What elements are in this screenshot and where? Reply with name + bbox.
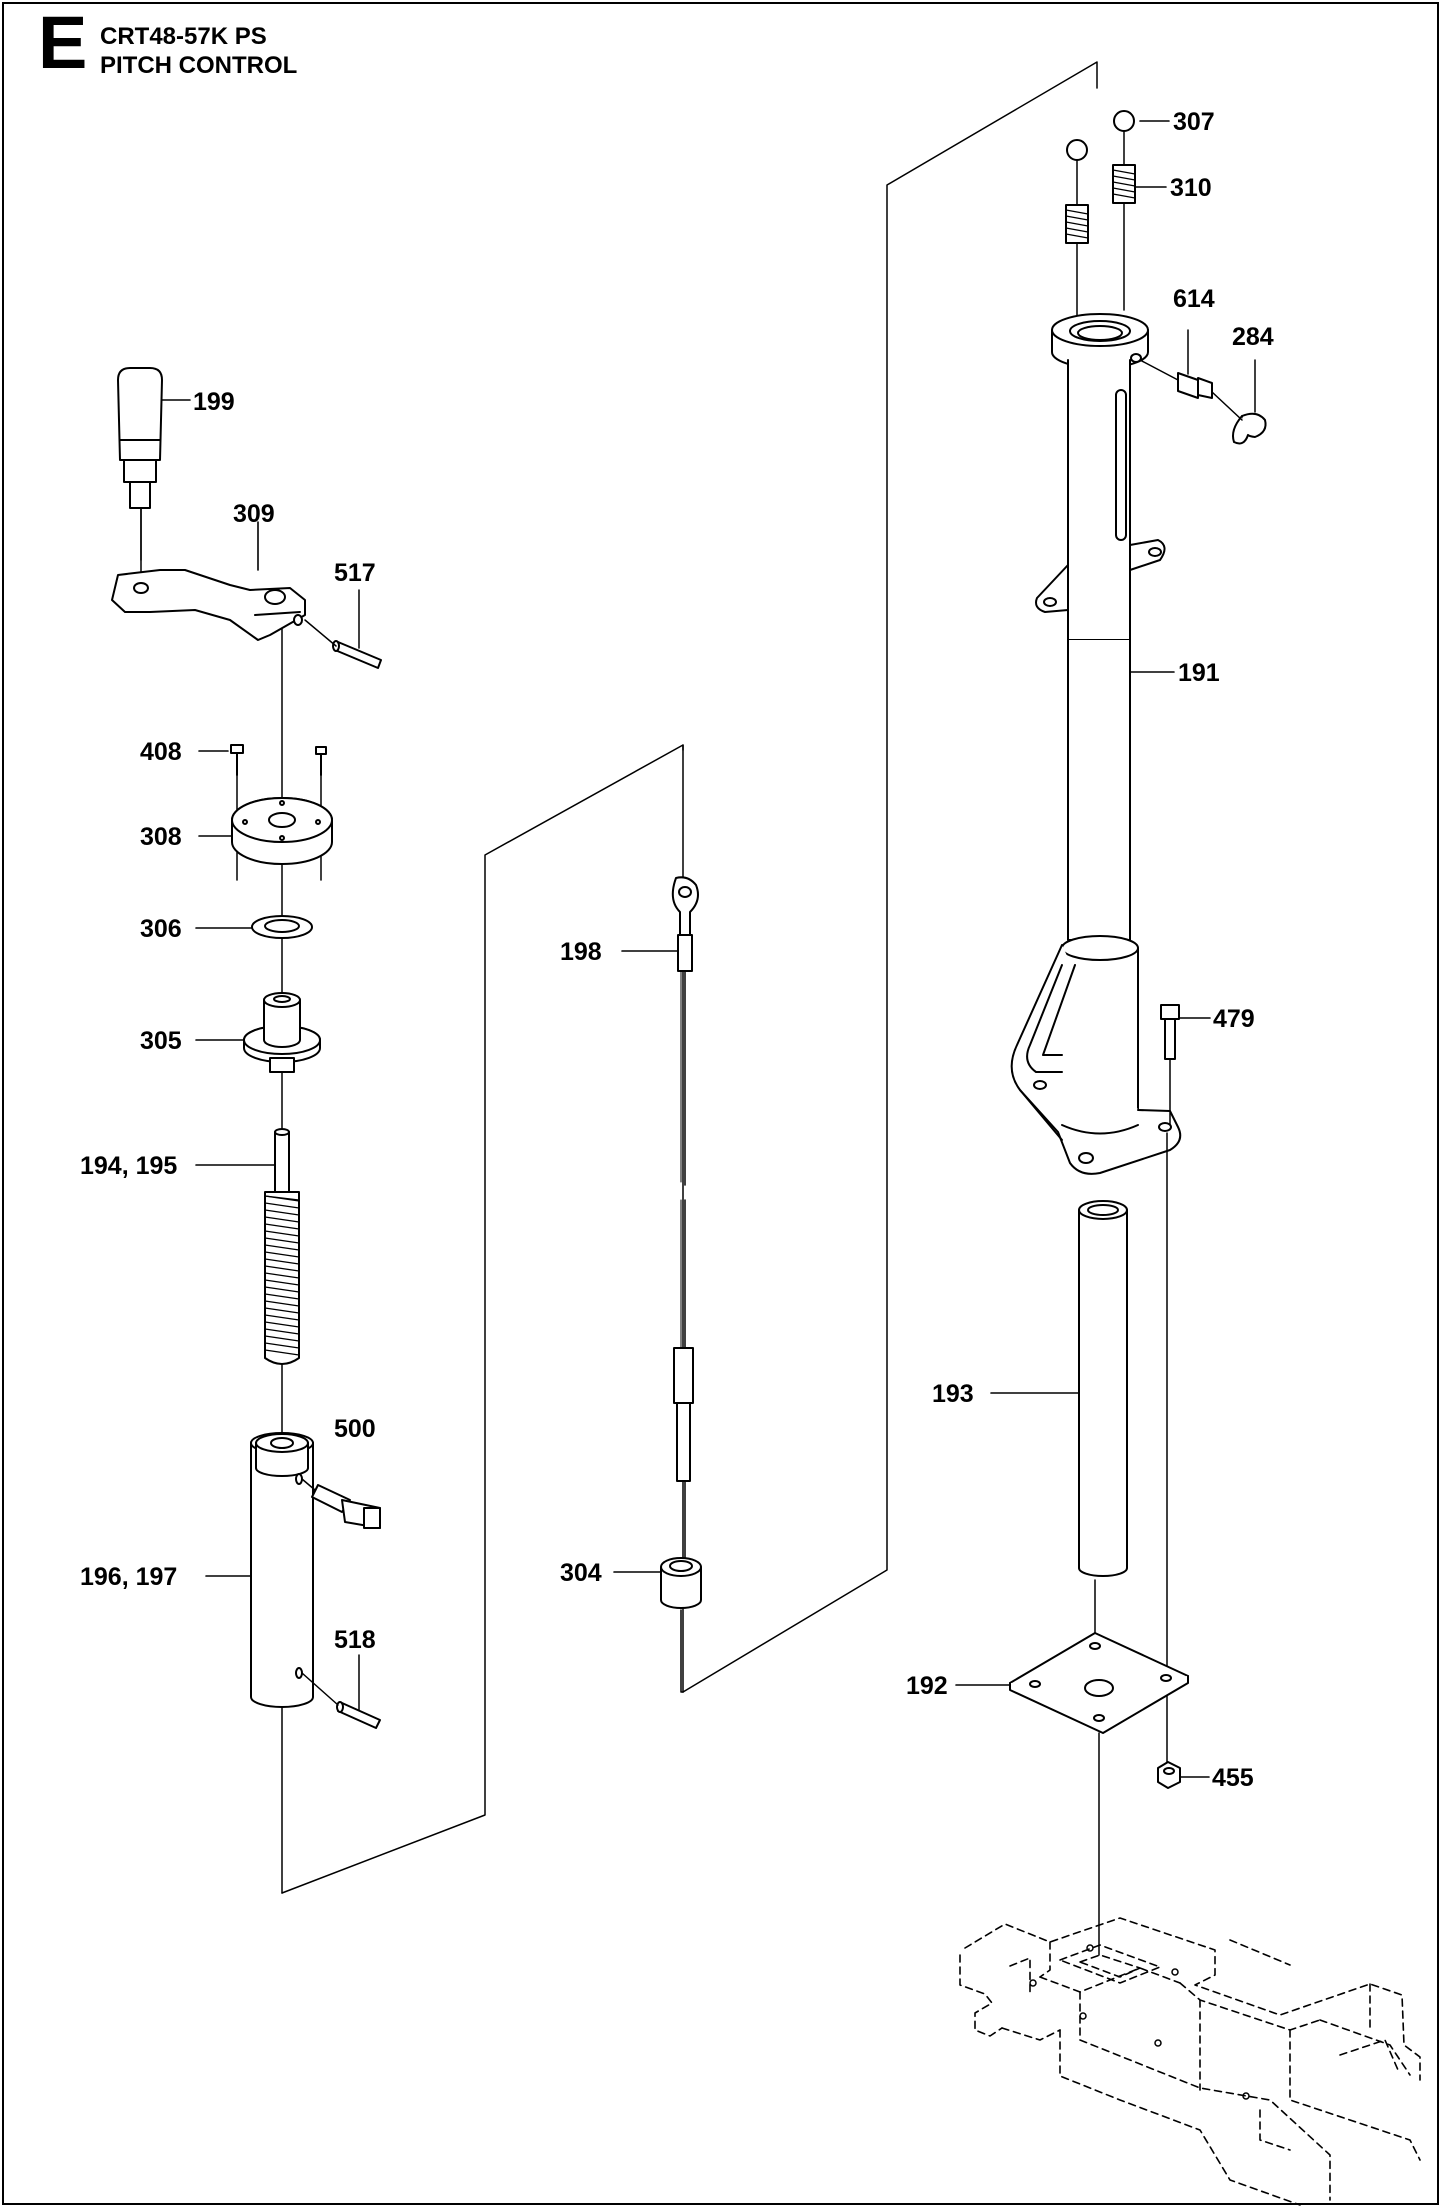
inner-tube-193: [1078, 1200, 1128, 1577]
part-label-304: 304: [560, 1559, 602, 1587]
part-label-196-197: 196, 197: [80, 1563, 177, 1591]
tube-196: [250, 1432, 314, 1708]
frame-holes: [1029, 1944, 1250, 2100]
bolt-479: [1160, 1004, 1180, 1060]
panel-outline-left: [281, 744, 684, 1894]
set-screw-500: [311, 1484, 381, 1529]
section-letter: E: [38, 1, 88, 84]
washer-306: [251, 915, 313, 939]
model-name: CRT48-57K PS: [100, 23, 267, 50]
pin-517: [332, 640, 382, 669]
knob-part: [117, 367, 163, 509]
lever-part: [111, 569, 306, 641]
screws-408: [230, 744, 327, 776]
part-label-191: 191: [1178, 659, 1220, 687]
balls-307: [1066, 110, 1135, 161]
pin-518: [336, 1701, 381, 1729]
leader-lines: [161, 120, 1211, 1778]
part-label-455: 455: [1212, 1764, 1254, 1792]
shaft-threads: [264, 1195, 300, 1356]
part-label-517: 517: [334, 559, 376, 587]
cap-284: [1232, 412, 1267, 445]
mower-frame-dashed: [959, 1917, 1421, 2206]
fitting-614: [1130, 353, 1213, 399]
plate-308: [231, 797, 333, 865]
part-label-194-195: 194, 195: [80, 1152, 177, 1180]
cable-sleeve: [673, 1347, 694, 1482]
part-label-192: 192: [906, 1672, 948, 1700]
part-label-500: 500: [334, 1415, 376, 1443]
base-bracket: [1010, 944, 1182, 1175]
part-label-310: 310: [1170, 174, 1212, 202]
base-plate-192: [1009, 1632, 1189, 1734]
part-label-308: 308: [140, 823, 182, 851]
part-label-307: 307: [1173, 108, 1215, 136]
nut-455: [1157, 1761, 1181, 1789]
part-label-479: 479: [1213, 1005, 1255, 1033]
bushing-305: [243, 992, 321, 1073]
part-label-614: 614: [1173, 285, 1215, 313]
part-label-408: 408: [140, 738, 182, 766]
part-label-518: 518: [334, 1626, 376, 1654]
part-label-306: 306: [140, 915, 182, 943]
assembly-name: PITCH CONTROL: [100, 52, 298, 79]
part-label-309: 309: [233, 500, 275, 528]
diagram-title: CRT48-57K PS PITCH CONTROL: [100, 22, 297, 80]
part-label-198: 198: [560, 938, 602, 966]
cable-198: [671, 876, 699, 972]
part-label-193: 193: [932, 1380, 974, 1408]
part-label-199: 199: [193, 388, 235, 416]
part-label-305: 305: [140, 1027, 182, 1055]
grommet-304: [660, 1557, 702, 1609]
part-label-284: 284: [1232, 323, 1274, 351]
